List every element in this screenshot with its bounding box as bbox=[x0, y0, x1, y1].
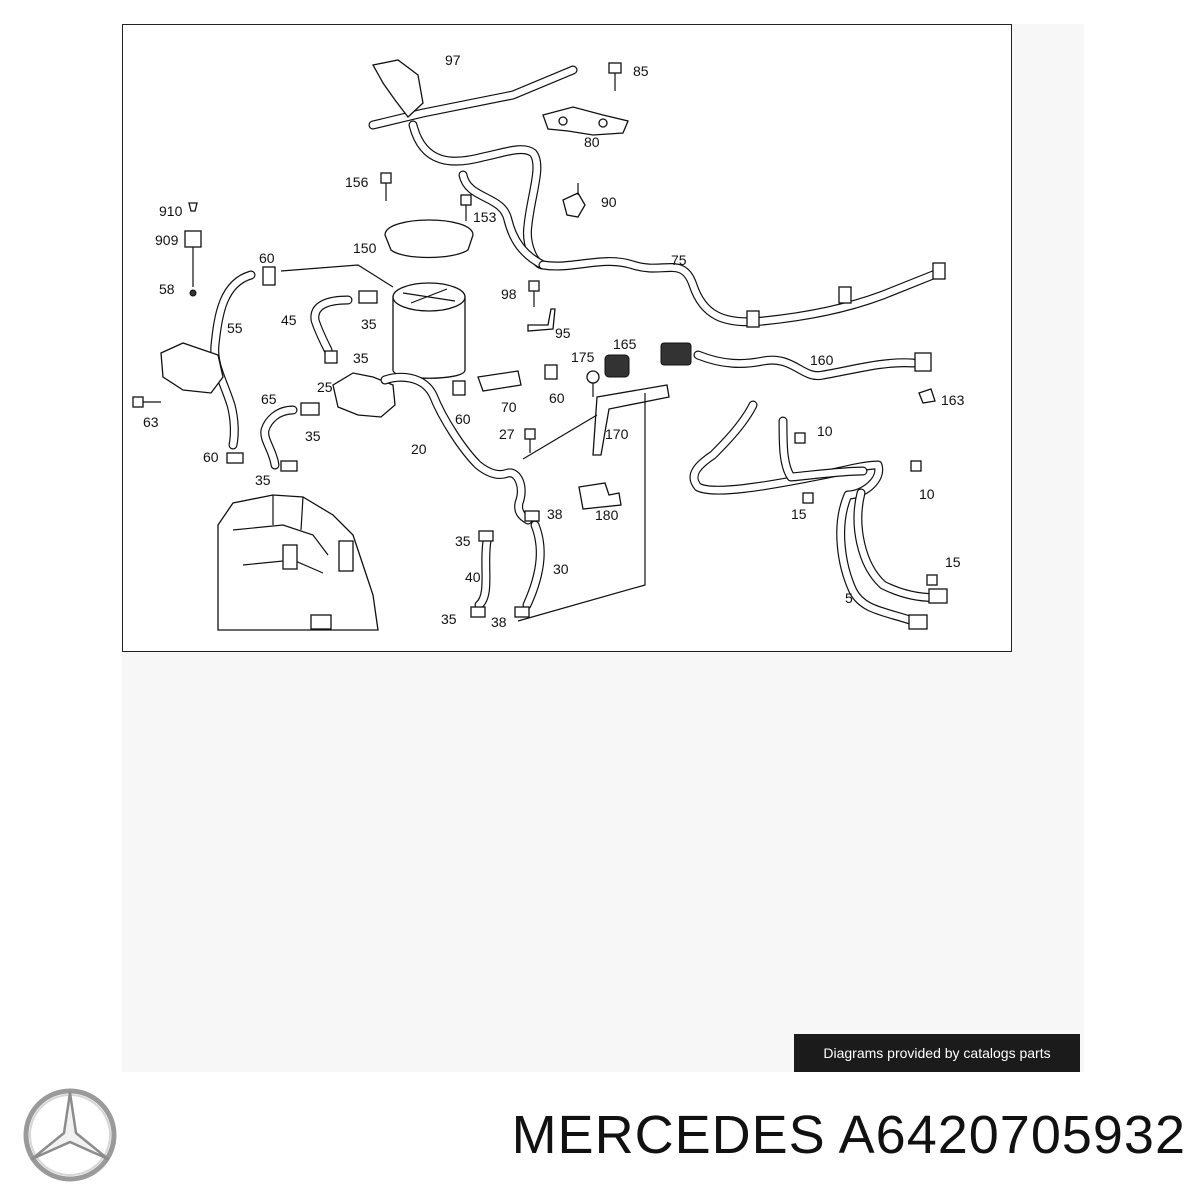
callout-163: 163 bbox=[941, 392, 965, 408]
callout-40: 40 bbox=[465, 569, 481, 585]
callout-95: 95 bbox=[555, 325, 571, 341]
tee-connector bbox=[332, 372, 533, 525]
callout-58: 58 bbox=[159, 281, 175, 297]
bracket-95 bbox=[527, 280, 556, 332]
callout-85: 85 bbox=[633, 63, 649, 79]
callout-90: 90 bbox=[601, 194, 617, 210]
callout-180: 180 bbox=[595, 507, 619, 523]
callout-38-b: 38 bbox=[491, 614, 507, 630]
callout-97: 97 bbox=[445, 52, 461, 68]
callout-15-a: 15 bbox=[791, 506, 807, 522]
bolts-10-15 bbox=[794, 432, 938, 586]
bolt-156 bbox=[380, 172, 392, 201]
sensor-80 bbox=[542, 106, 629, 136]
callout-70: 70 bbox=[501, 399, 517, 415]
parts-diagram-drawing: 97 85 80 156 90 153 910 909 150 75 60 98… bbox=[132, 52, 965, 631]
callout-10-b: 10 bbox=[919, 486, 935, 502]
clip-60-c bbox=[226, 452, 244, 464]
sensor-909 bbox=[184, 202, 202, 297]
hose-45 bbox=[310, 290, 378, 364]
callout-35-e: 35 bbox=[455, 533, 471, 549]
hoses-40-30 bbox=[470, 510, 545, 618]
sensor-160 bbox=[660, 342, 932, 381]
upper-fuel-line bbox=[368, 65, 578, 270]
clip-97 bbox=[371, 59, 424, 118]
callout-25: 25 bbox=[317, 379, 333, 395]
callout-63: 63 bbox=[143, 414, 159, 430]
callout-38-a: 38 bbox=[547, 506, 563, 522]
clip-60-a bbox=[452, 380, 466, 396]
callout-160: 160 bbox=[810, 352, 834, 368]
brand-name: MERCEDES bbox=[511, 1105, 826, 1165]
valve-165 bbox=[604, 354, 630, 378]
callout-80: 80 bbox=[584, 134, 600, 150]
callout-labels: 97 85 80 156 90 153 910 909 150 75 60 98… bbox=[143, 52, 965, 630]
pump-block-left bbox=[160, 342, 224, 394]
callout-35-f: 35 bbox=[441, 611, 457, 627]
callout-35-b: 35 bbox=[353, 350, 369, 366]
sensor-90 bbox=[562, 183, 586, 218]
callout-175: 175 bbox=[571, 349, 595, 365]
callout-153: 153 bbox=[473, 209, 497, 225]
hose-55 bbox=[210, 266, 276, 450]
callout-170: 170 bbox=[605, 426, 629, 442]
callout-20: 20 bbox=[411, 441, 427, 457]
callout-15-b: 15 bbox=[945, 554, 961, 570]
clip-163 bbox=[918, 388, 936, 404]
callout-98: 98 bbox=[501, 286, 517, 302]
callout-75: 75 bbox=[671, 252, 687, 268]
callout-5: 5 bbox=[845, 590, 853, 606]
bolt-63 bbox=[132, 396, 161, 408]
clip-60-b bbox=[544, 364, 558, 380]
part-number: A6420705932 bbox=[838, 1105, 1186, 1165]
callout-910: 910 bbox=[159, 203, 183, 219]
connector-70 bbox=[477, 370, 522, 392]
callout-165: 165 bbox=[613, 336, 637, 352]
return-line-75 bbox=[538, 257, 946, 328]
hose-65 bbox=[260, 402, 320, 470]
parts-diagram: 97 85 80 156 90 153 910 909 150 75 60 98… bbox=[122, 24, 1012, 652]
credit-badge: Diagrams provided by catalogs parts bbox=[794, 1034, 1080, 1072]
clip-35-d bbox=[280, 460, 298, 472]
fuel-filter bbox=[384, 219, 474, 379]
callout-55: 55 bbox=[227, 320, 243, 336]
part-caption: MERCEDES A6420705932 bbox=[512, 1104, 1186, 1166]
callout-60-d: 60 bbox=[203, 449, 219, 465]
callout-10-a: 10 bbox=[817, 423, 833, 439]
mercedes-star-logo bbox=[23, 1088, 117, 1182]
high-pressure-pump bbox=[217, 494, 379, 631]
callout-60-top: 60 bbox=[259, 250, 275, 266]
callout-65: 65 bbox=[261, 391, 277, 407]
callout-30: 30 bbox=[553, 561, 569, 577]
bracket-170 bbox=[517, 384, 670, 622]
callout-60-b: 60 bbox=[455, 411, 471, 427]
callout-35-a: 35 bbox=[361, 316, 377, 332]
bolt-175 bbox=[586, 370, 600, 397]
bolt-27 bbox=[524, 428, 536, 453]
callout-35-c: 35 bbox=[305, 428, 321, 444]
callout-150: 150 bbox=[353, 240, 377, 256]
bolt-85 bbox=[608, 62, 622, 91]
pipe-assembly-5 bbox=[689, 400, 948, 630]
clip-180 bbox=[578, 482, 622, 510]
bolt-153 bbox=[460, 194, 472, 221]
callout-156: 156 bbox=[345, 174, 369, 190]
callout-60-c: 60 bbox=[549, 390, 565, 406]
callout-45: 45 bbox=[281, 312, 297, 328]
callout-27: 27 bbox=[499, 426, 515, 442]
callout-35-d: 35 bbox=[255, 472, 271, 488]
callout-909: 909 bbox=[155, 232, 179, 248]
